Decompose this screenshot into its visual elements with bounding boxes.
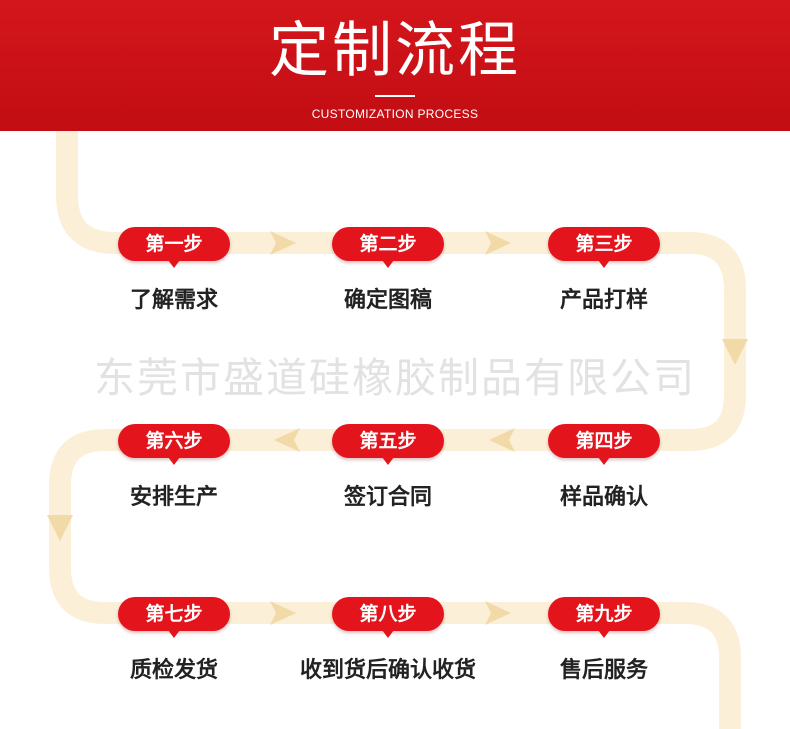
arrow-right-icon [485,601,511,625]
arrow-left-icon [489,428,515,452]
step-description: 安排生产 [129,485,218,510]
step-badge: 第一步 [118,227,230,268]
header-banner: 定制流程 CUSTOMIZATION PROCESS [0,0,790,131]
step-6: 第六步 安排生产 [76,424,276,534]
company-watermark: 东莞市盛道硅橡胶制品有限公司 [94,354,696,402]
step-description: 签订合同 [343,485,432,510]
step-3: 第三步 产品打样 [506,227,706,337]
step-description: 售后服务 [559,658,648,683]
step-badge: 第三步 [548,227,660,268]
step-badge: 第九步 [548,597,660,638]
arrow-left-icon [274,428,300,452]
arrow-right-icon [270,231,296,255]
step-badge: 第八步 [332,597,444,638]
step-badge: 第七步 [118,597,230,638]
step-badge: 第二步 [332,227,444,268]
arrow-down-icon [722,339,748,365]
step-description: 样品确认 [559,485,648,510]
step-description: 产品打样 [559,288,648,313]
step-1: 第一步 了解需求 [76,227,276,337]
step-2: 第二步 确定图稿 [290,227,490,337]
step-description: 确定图稿 [343,288,432,313]
step-badge: 第四步 [548,424,660,465]
step-description: 质检发货 [129,658,218,683]
step-4: 第四步 样品确认 [506,424,706,534]
step-description: 了解需求 [129,288,218,313]
arrow-down-icon [47,515,73,541]
title-divider [375,95,415,97]
step-description: 收到货后确认收货 [299,658,476,683]
arrow-right-icon [270,601,296,625]
step-badge: 第六步 [118,424,230,465]
arrow-right-icon [485,231,511,255]
step-badge: 第五步 [332,424,444,465]
step-5: 第五步 签订合同 [290,424,490,534]
step-9: 第九步 售后服务 [506,597,706,707]
step-8: 第八步 收到货后确认收货 [290,597,490,707]
page-title: 定制流程 [269,16,521,86]
page-subtitle: CUSTOMIZATION PROCESS [311,107,479,121]
step-7: 第七步 质检发货 [76,597,276,707]
